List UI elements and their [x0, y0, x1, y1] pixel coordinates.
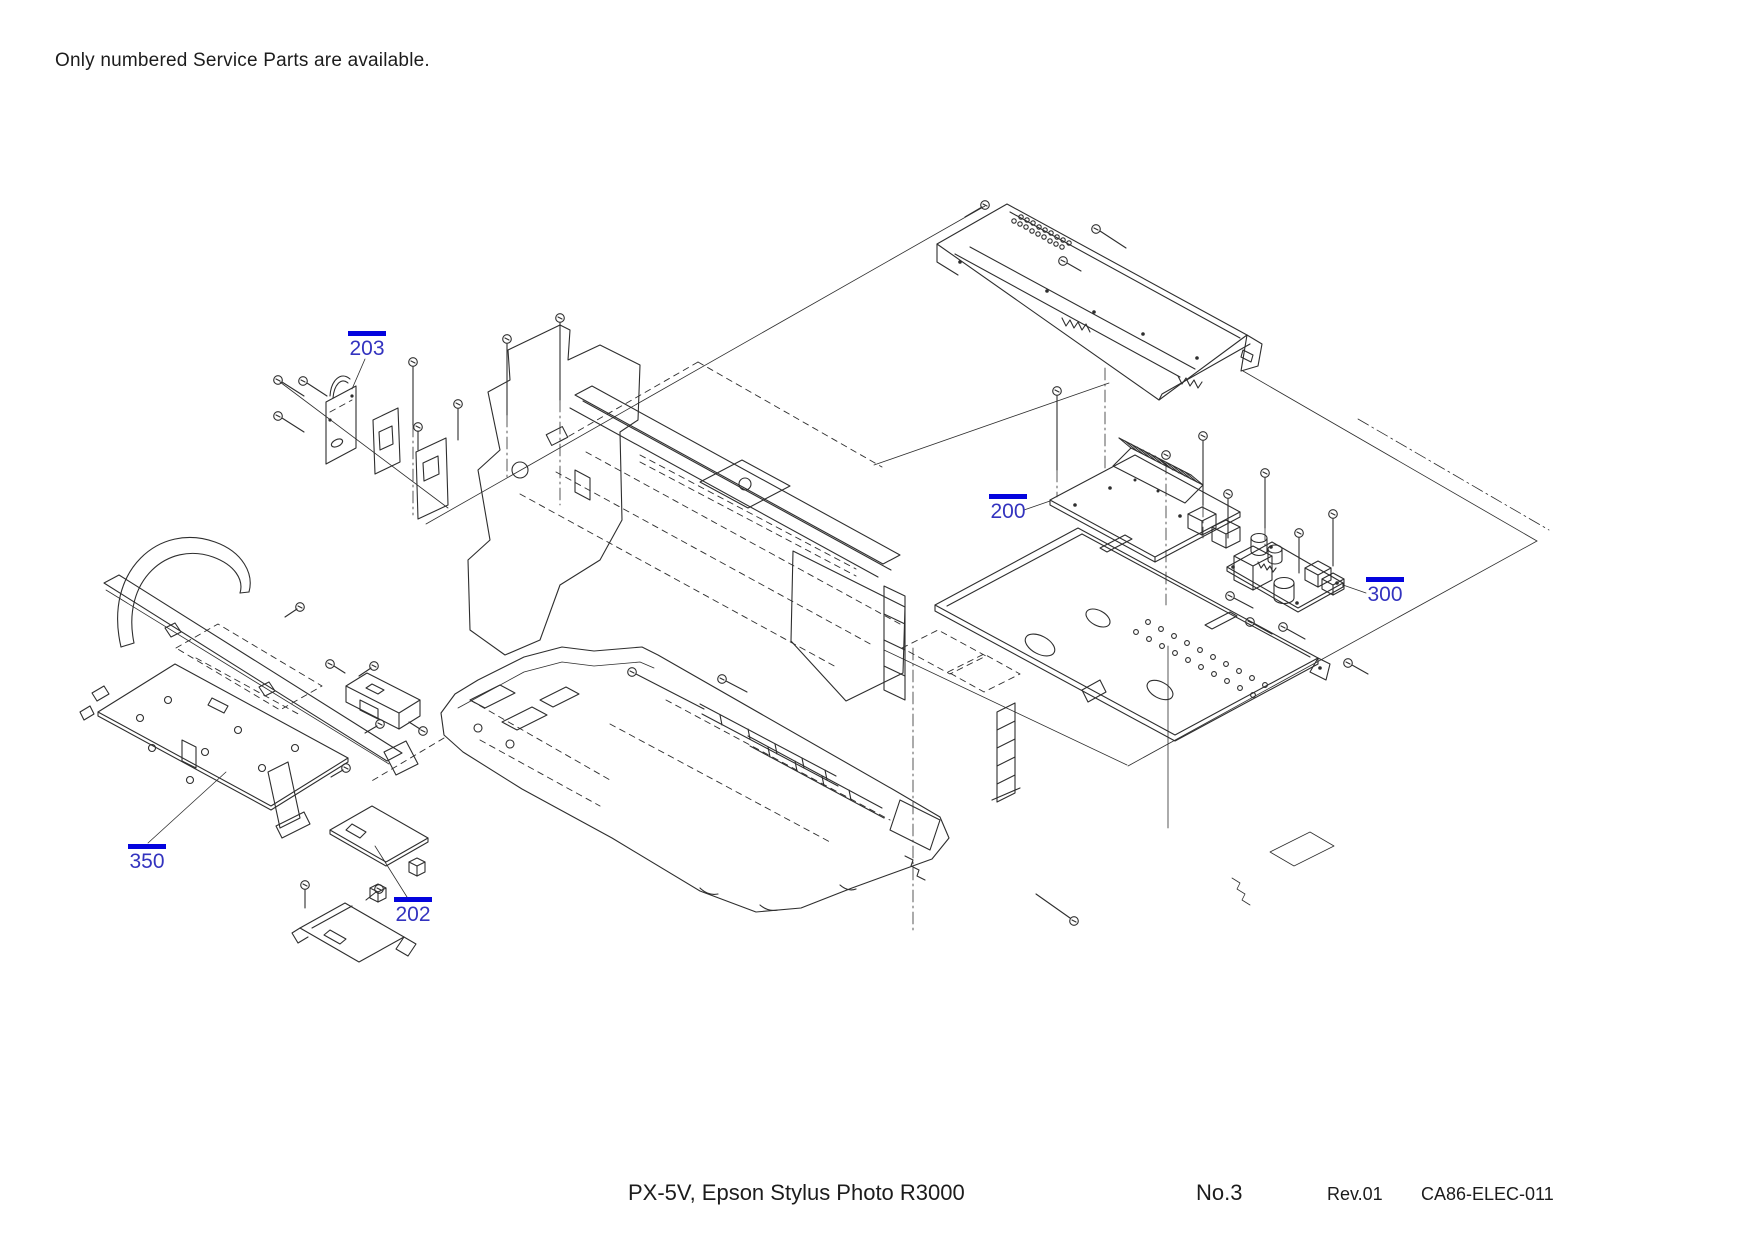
guide-lines: [369, 200, 1550, 934]
part-203-assembly: [273, 375, 449, 520]
part-number: 300: [1367, 583, 1403, 606]
main-chassis: [408, 313, 1021, 702]
part-label-200: 200: [988, 494, 1028, 523]
power-supply-board-300: [1226, 468, 1345, 613]
front-panel-assembly: [79, 536, 428, 839]
part-label-203: 203: [347, 331, 387, 360]
footer-model-title: PX-5V, Epson Stylus Photo R3000: [628, 1180, 965, 1205]
label-overline: [1366, 577, 1404, 582]
footer-doc-code: CA86-ELEC-011: [1421, 1184, 1554, 1204]
part-number: 200: [990, 500, 1026, 523]
part-label-300: 300: [1365, 577, 1405, 606]
upper-shield-plate: [936, 203, 1263, 401]
lower-shield-plate: [934, 527, 1369, 803]
label-overline: [989, 494, 1027, 499]
label-leader-lines: [147, 358, 1367, 898]
part-number: 350: [129, 850, 165, 873]
footer-sheet-number: No.3: [1196, 1180, 1243, 1205]
label-overline: [394, 897, 432, 902]
label-overline: [348, 331, 386, 336]
availability-note: Only numbered Service Parts are availabl…: [55, 50, 430, 71]
part-label-202: 202: [393, 897, 433, 926]
part-number: 203: [349, 337, 385, 360]
main-board-200: [1049, 367, 1241, 606]
label-overline: [128, 844, 166, 849]
base-housing: [440, 646, 1335, 926]
footer-revision: Rev.01: [1327, 1184, 1383, 1204]
part-label-350: 350: [127, 844, 167, 873]
part-number: 202: [395, 903, 431, 926]
board-202-assembly: [291, 805, 429, 963]
